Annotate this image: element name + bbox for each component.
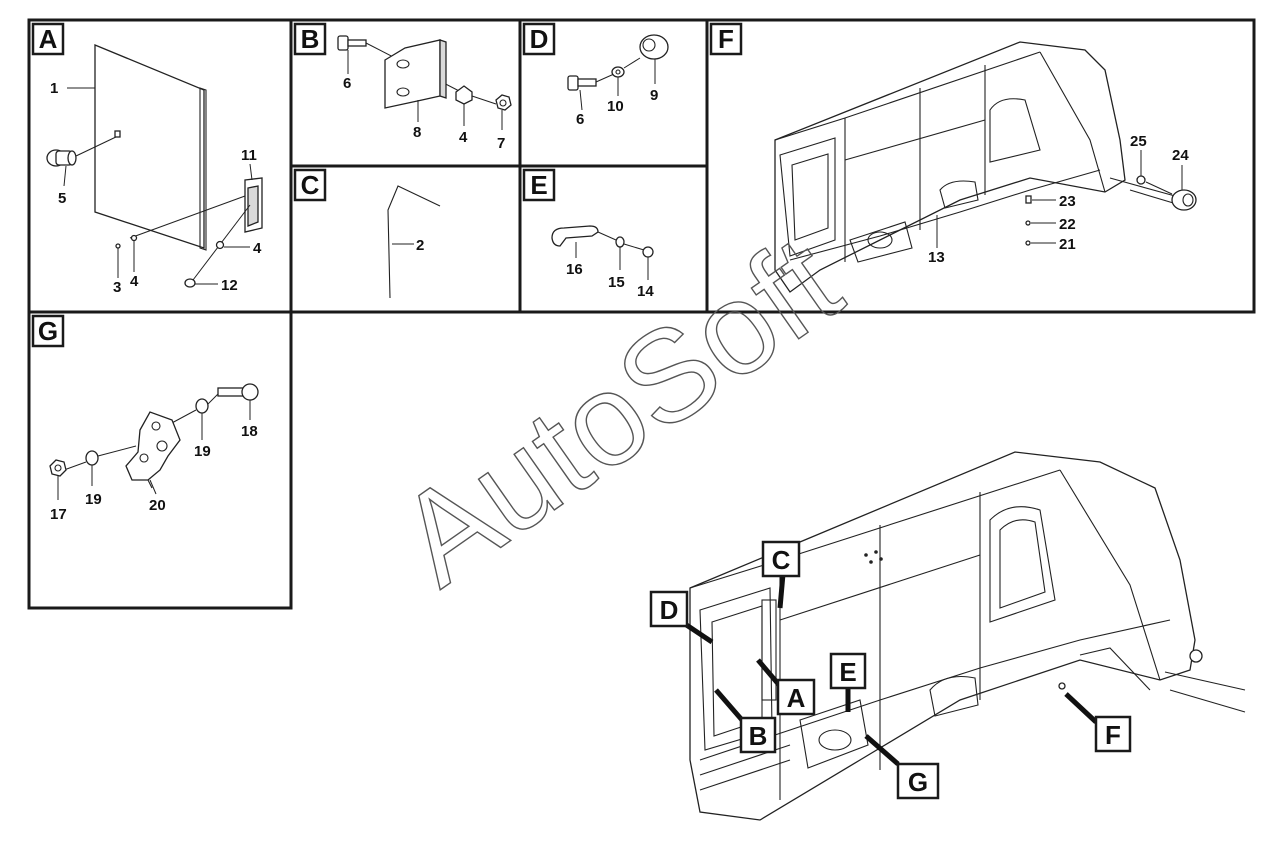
panel-frames xyxy=(27,18,1256,610)
mounting-bracket xyxy=(384,39,447,109)
panel-label-e-text: E xyxy=(530,170,547,200)
door-handle xyxy=(551,225,599,247)
panel-c-drawing: 2 xyxy=(387,185,441,299)
overview-label-f-text: F xyxy=(1105,720,1121,750)
rubber-cap xyxy=(639,34,669,60)
callout-g-19-bottom: 19 xyxy=(85,491,102,508)
panel-b-drawing: 6 8 4 7 xyxy=(337,35,512,152)
overview-label-g-text: G xyxy=(908,767,928,797)
panel-label-f-text: F xyxy=(718,24,734,54)
callout-e-15: 15 xyxy=(608,274,625,291)
washer-e xyxy=(615,236,625,248)
panel-f-drawing: 25 24 23 22 21 13 xyxy=(774,41,1197,293)
panel-f-frame xyxy=(705,18,1256,314)
callout-a-11: 11 xyxy=(241,147,257,164)
grommet-25 xyxy=(1136,175,1146,185)
washer xyxy=(455,85,473,105)
callout-b-4: 4 xyxy=(459,129,468,146)
washer-d xyxy=(611,66,625,78)
overview-label-c-text: C xyxy=(772,545,791,575)
panel-label-g: G xyxy=(31,314,65,348)
overview-label-b: B xyxy=(739,716,777,754)
panel-a-drawing: 1 5 11 4 3 4 12 xyxy=(46,44,263,296)
callout-d-6: 6 xyxy=(576,111,584,128)
callout-f-25: 25 xyxy=(1130,133,1147,150)
latch-knob xyxy=(46,149,77,167)
panel-label-a: A xyxy=(31,22,65,56)
cab-body-small xyxy=(774,41,1181,293)
glass-pane xyxy=(94,44,205,249)
hinge-assembly xyxy=(125,411,181,489)
callout-f-21: 21 xyxy=(1059,236,1076,253)
panel-label-b: B xyxy=(293,22,327,56)
cab-overview xyxy=(689,451,1246,821)
panel-label-a-text: A xyxy=(39,24,58,54)
callout-f-22: 22 xyxy=(1059,216,1076,233)
overview-label-e-text: E xyxy=(839,657,856,687)
hinge-bracket xyxy=(244,177,263,233)
bolt-18 xyxy=(217,383,259,401)
washer-19-bottom xyxy=(85,450,99,466)
overview-label-d: D xyxy=(649,590,689,628)
callout-g-18: 18 xyxy=(241,423,258,440)
panel-label-c-text: C xyxy=(301,170,320,200)
cap-24 xyxy=(1171,189,1197,211)
panel-label-f: F xyxy=(709,22,743,56)
callout-c-2: 2 xyxy=(416,237,424,254)
callout-b-8: 8 xyxy=(413,124,421,141)
screw xyxy=(567,75,597,91)
bolt xyxy=(337,35,367,51)
panel-e-drawing: 16 15 14 xyxy=(551,225,654,300)
callout-e-14: 14 xyxy=(637,283,654,300)
overview-label-a: A xyxy=(776,678,816,716)
nut-17 xyxy=(49,459,67,477)
callout-e-16: 16 xyxy=(566,261,583,278)
callout-a-12: 12 xyxy=(221,277,238,294)
callout-a-1: 1 xyxy=(50,80,58,97)
callout-f-23: 23 xyxy=(1059,193,1076,210)
overview-label-g: G xyxy=(896,762,940,800)
callout-a-5: 5 xyxy=(58,190,66,207)
callout-b-6: 6 xyxy=(343,75,351,92)
panel-g-frame xyxy=(27,310,293,610)
panel-d-drawing: 6 10 9 xyxy=(567,34,669,128)
callout-g-17: 17 xyxy=(50,506,67,523)
overview-label-c: C xyxy=(761,540,801,578)
callout-a-3: 3 xyxy=(113,279,121,296)
nut-e xyxy=(642,246,654,258)
callout-g-19-top: 19 xyxy=(194,443,211,460)
overview-label-a-text: A xyxy=(787,683,806,713)
cab-roof-vents xyxy=(864,550,883,564)
overview-label-f: F xyxy=(1094,715,1132,753)
overview-label-e: E xyxy=(829,652,867,690)
glass-edge xyxy=(199,87,207,251)
panel-label-c: C xyxy=(293,168,327,202)
overview-arrows xyxy=(683,573,1098,766)
callout-b-7: 7 xyxy=(497,135,505,152)
support-rod xyxy=(387,185,441,299)
callout-f-24: 24 xyxy=(1172,147,1189,164)
panel-label-g-text: G xyxy=(38,316,58,346)
callout-f-13: 13 xyxy=(928,249,945,266)
callout-a-4: 4 xyxy=(253,240,262,257)
callout-a-4b: 4 xyxy=(130,273,139,290)
panel-label-d: D xyxy=(522,22,556,56)
panel-label-d-text: D xyxy=(530,24,549,54)
overview-label-d-text: D xyxy=(660,595,679,625)
overview-label-b-text: B xyxy=(749,721,768,751)
callout-d-10: 10 xyxy=(607,98,624,115)
panel-label-b-text: B xyxy=(301,24,320,54)
panel-g-drawing: 18 19 17 19 20 xyxy=(49,383,259,523)
callout-d-9: 9 xyxy=(650,87,658,104)
nut xyxy=(495,94,512,111)
panel-label-e: E xyxy=(522,168,556,202)
washer-19-top xyxy=(195,398,209,414)
callout-g-20: 20 xyxy=(149,497,166,514)
